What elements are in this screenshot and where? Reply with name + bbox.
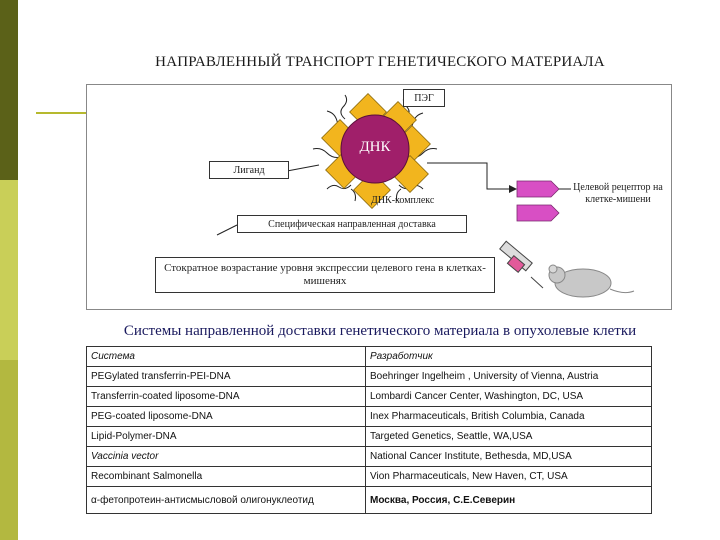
system-cell: Lipid-Polymer-DNA — [86, 426, 366, 447]
developer-cell: Inex Pharmaceuticals, British Columbia, … — [365, 406, 652, 427]
developer-cell: Vion Pharmaceuticals, New Haven, CT, USA — [365, 466, 652, 487]
table-row: Recombinant Salmonella Vion Pharmaceutic… — [86, 466, 652, 487]
system-cell: PEGylated transferrin-PEI-DNA — [86, 366, 366, 387]
table-header-row: Система Разработчик — [86, 346, 652, 367]
system-cell-highlight: α-фетопротеин-антисмысловой олигонуклеот… — [86, 486, 366, 514]
ligand-label: Лиганд — [209, 161, 289, 179]
complex-label: ДНК-комплекс — [371, 195, 435, 206]
expression-label: Стократное возрастание уровня экспрессии… — [155, 257, 495, 293]
decor-bar-mid — [0, 360, 18, 540]
receptors — [516, 180, 560, 222]
header-developer: Разработчик — [365, 346, 652, 367]
developer-cell: Lombardi Cancer Center, Washington, DC, … — [365, 386, 652, 407]
developer-cell-highlight: Москва, Россия, С.Е.Северин — [365, 486, 652, 514]
developer-cell: Boehringer Ingelheim , University of Vie… — [365, 366, 652, 387]
system-cell: Vaccinia vector — [86, 446, 366, 467]
page-title: НАПРАВЛЕННЫЙ ТРАНСПОРТ ГЕНЕТИЧЕСКОГО МАТ… — [155, 54, 605, 70]
developer-cell: National Cancer Institute, Bethesda, MD,… — [365, 446, 652, 467]
developer-cell: Targeted Genetics, Seattle, WA,USA — [365, 426, 652, 447]
table-row-highlight: α-фетопротеин-антисмысловой олигонуклеот… — [86, 486, 652, 514]
arrow-head — [509, 185, 517, 193]
system-cell: PEG-coated liposome-DNA — [86, 406, 366, 427]
table-row: Vaccinia vector National Cancer Institut… — [86, 446, 652, 467]
decor-bar-dark — [0, 0, 18, 180]
peg-label: ПЭГ — [403, 89, 445, 107]
table-row: PEGylated transferrin-PEI-DNA Boehringer… — [86, 366, 652, 387]
left-decor-bar — [0, 0, 18, 540]
table-row: PEG-coated liposome-DNA Inex Pharmaceuti… — [86, 406, 652, 427]
delivery-systems-table: Система Разработчик PEGylated transferri… — [86, 346, 652, 514]
table-row: Lipid-Polymer-DNA Targeted Genetics, Sea… — [86, 426, 652, 447]
decor-bar-light — [0, 180, 18, 360]
title-rule-left — [36, 112, 86, 114]
dna-label: ДНК — [359, 139, 391, 155]
system-cell: Transferrin-coated liposome-DNA — [86, 386, 366, 407]
diagram-graphics — [216, 93, 635, 298]
system-cell: Recombinant Salmonella — [86, 466, 366, 487]
table-row: Transferrin-coated liposome-DNA Lombardi… — [86, 386, 652, 407]
table-subtitle: Системы направленной доставки генетическ… — [123, 323, 637, 339]
receptor-label: Целевой рецептор на клетке-мишени — [571, 179, 665, 209]
mouse-icon — [548, 264, 635, 298]
dna-circle — [340, 114, 410, 184]
transport-diagram: ПЭГ ДНК Лиганд ДНК-комплекс Целевой реце… — [86, 84, 672, 310]
syringe-icon — [499, 240, 544, 289]
header-system: Система — [86, 346, 366, 367]
delivery-label: Специфическая направленная доставка — [237, 215, 467, 233]
